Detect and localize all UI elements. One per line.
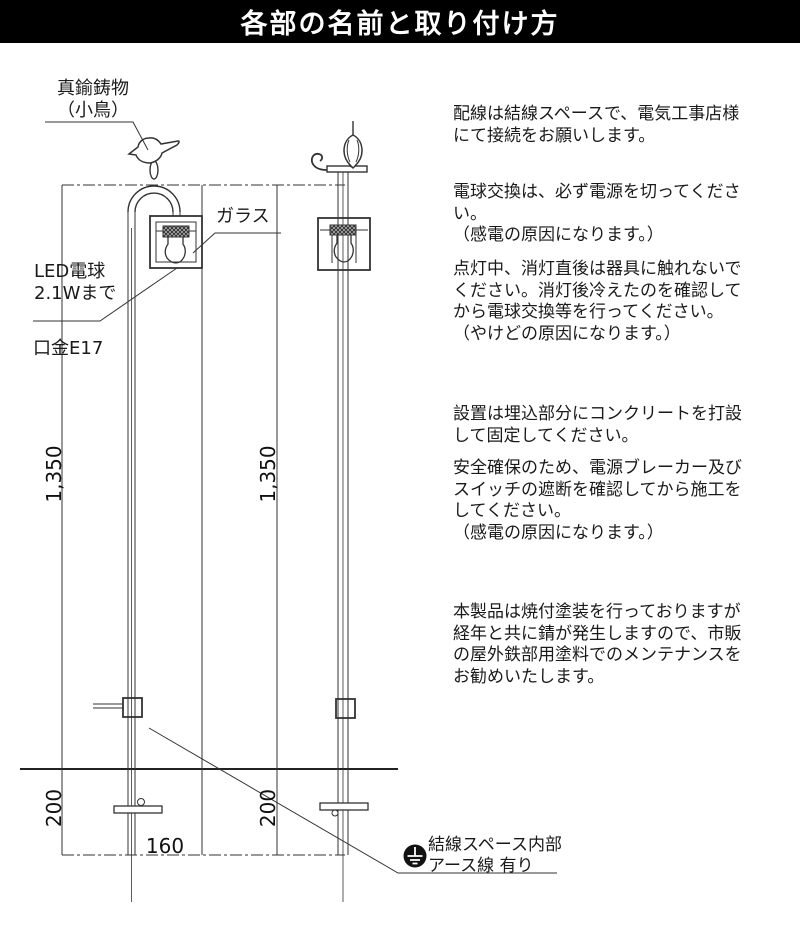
leader-ground-note	[148, 727, 557, 874]
front-bulb-icon	[164, 237, 186, 264]
side-bird-icon	[343, 134, 363, 170]
front-post-outline	[127, 212, 136, 855]
side-bulb-icon	[333, 235, 354, 263]
label-led-bulb: LED電球 2.1Wまで	[34, 261, 117, 304]
dimension-arm-offset: 160	[145, 834, 185, 858]
label-brass-bird: 真鍮鋳物 （小鳥）	[57, 78, 129, 121]
note-maintenance: 本製品は焼付塗装を行っておりますが 経年と共に錆が発生しますので、市販 の屋外鉄…	[453, 602, 742, 687]
bird-peg	[149, 160, 159, 180]
side-anchor-bar	[319, 802, 369, 811]
label-glass: ガラス	[216, 206, 270, 227]
front-conduit	[93, 703, 123, 709]
note-wiring: 配線は結線スペースで、電気工事店様 にて接続をお願いします。	[453, 104, 740, 146]
leader-led-bulb	[33, 267, 178, 322]
side-lamp-housing	[317, 217, 371, 271]
front-junction-box	[122, 697, 143, 718]
leader-brass-bird	[45, 121, 149, 151]
title-bar: 各部の名前と取り付け方	[0, 0, 800, 43]
front-lamp-socket	[162, 225, 190, 238]
front-hook-arc	[127, 185, 181, 213]
side-lamp-glass	[331, 235, 357, 263]
side-post-outline	[337, 172, 349, 855]
dimension-side-embed-depth: 200	[256, 788, 280, 828]
leader-glass	[192, 232, 281, 254]
label-ground-note: 結線スペース内部 アース線 有り	[428, 835, 562, 876]
front-anchor-knob	[137, 798, 145, 806]
dimension-front-height: 1,350	[42, 445, 66, 503]
note-bulb-replacement: 電球交換は、必ず電源を切ってくださ い。 （感電の原因になります。）	[453, 182, 741, 245]
ground-symbol-icon	[403, 844, 427, 868]
front-anchor-bar	[113, 805, 163, 814]
side-anchor-knob	[331, 809, 339, 817]
note-hot-fixture: 点灯中、消灯直後は器具に触れないで ください。消灯後冷えたのを確認して から電球…	[453, 259, 742, 344]
side-bird-wings	[346, 139, 360, 163]
side-hook-curl	[310, 152, 328, 171]
side-top-plate	[326, 165, 368, 173]
dimension-side-height: 1,350	[256, 445, 280, 503]
note-concrete: 設置は埋込部分にコンクリートを打設 して固定してください。	[453, 404, 742, 446]
label-socket-base: 口金E17	[33, 338, 104, 359]
front-lamp-housing	[149, 215, 203, 269]
dimension-front-embed-depth: 200	[42, 788, 66, 828]
front-lamp-glass	[155, 221, 197, 263]
page-title: 各部の名前と取り付け方	[240, 9, 560, 40]
side-lamp-socket	[329, 224, 357, 236]
bird-icon	[127, 137, 180, 164]
note-breaker: 安全確保のため、電源ブレーカー及び スイッチの遮断を確認してから施工を してくだ…	[453, 458, 742, 543]
side-junction-box	[335, 698, 356, 719]
